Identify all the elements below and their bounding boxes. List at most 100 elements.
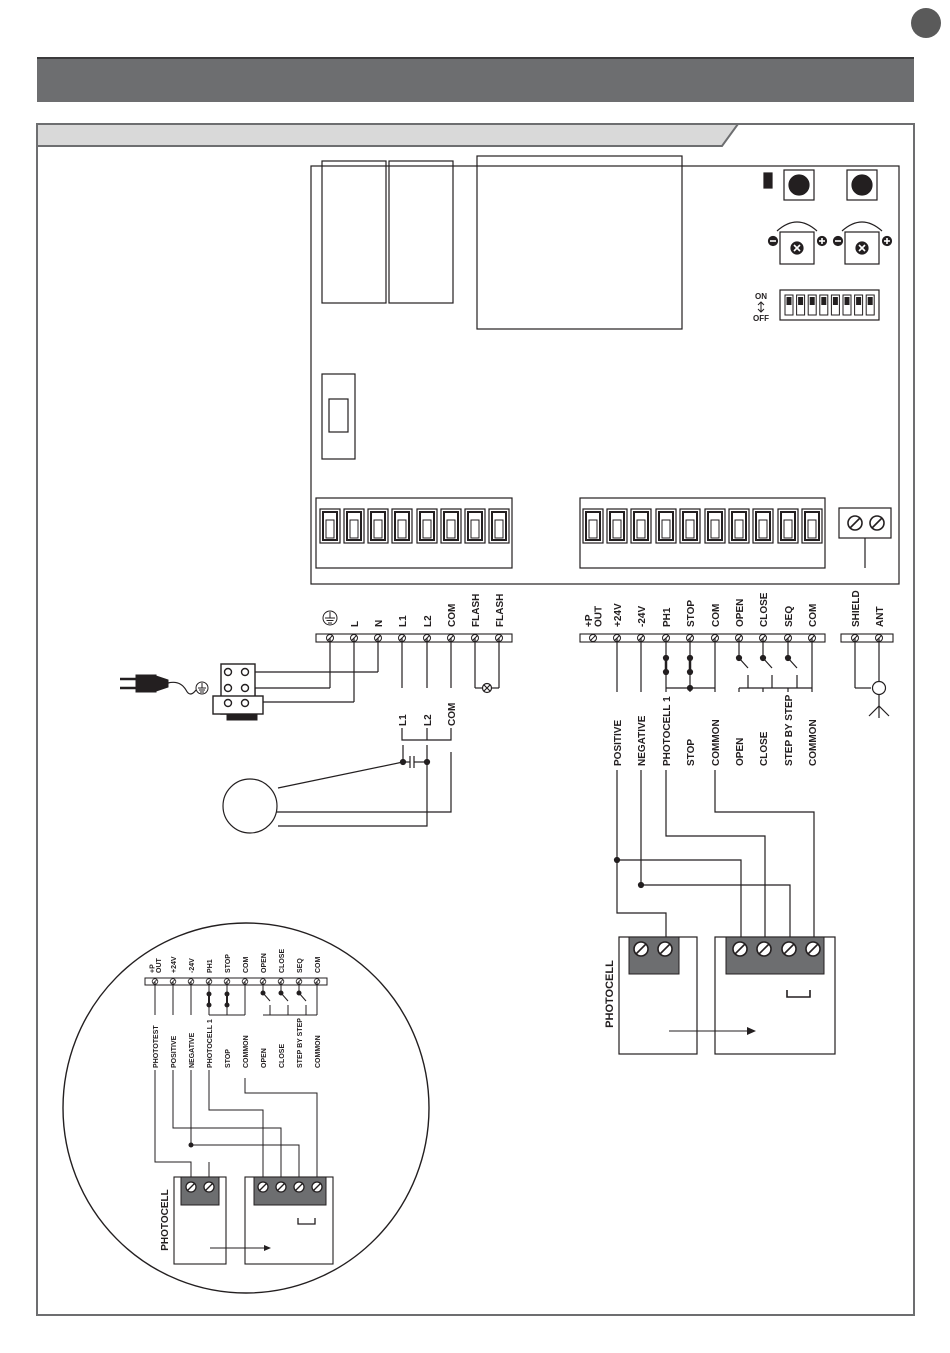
control-wiring [613,638,890,937]
button-1 [783,169,815,201]
main-terminal-label: L [350,621,361,627]
page-number-dot [911,8,941,38]
control-terminal-label: CLOSE [759,592,770,627]
control-terminal-label: +POUT [584,606,605,627]
inset-wire-label: OPEN [261,1048,268,1068]
motor-wire-labels: L1 L2 COM [396,688,458,728]
mains-plug [120,674,197,695]
earth-icon [322,610,338,626]
dip-arrow-icon [757,301,765,313]
antenna-terminal-labels: SHIELD ANT [851,590,886,627]
panel-border [36,123,915,1316]
motor [222,778,278,834]
power-socket [212,663,264,721]
control-terminal-label: SEQ [784,606,795,627]
control-wire-label: POSITIVE [613,720,624,766]
control-wire-label: COMMON [711,719,722,766]
motor-wire-label: L1 [398,714,409,726]
relay-2 [388,160,454,304]
inset-wire-labels: PHOTOTEST POSITIVE NEGATIVE PHOTOCELL 1 STOP… [150,1017,322,1069]
control-terminal-block [579,497,826,569]
control-terminal-labels: +POUT +24V -24V PH1 STOP COM OPEN CLOSE SEQ COM [584,592,819,627]
dip-off-label: OFF [753,314,769,323]
control-terminal-label: PH1 [662,607,673,627]
receiver-device [669,936,836,1055]
inset-wire-label: NEGATIVE [189,1032,196,1068]
button-2 [846,169,878,201]
power-wiring [222,638,500,834]
control-terminal-label: +24V [613,603,624,627]
trimmer-1 [779,231,815,265]
control-wire-label: STEP BY STEP [784,694,795,766]
dip-switch [779,289,880,321]
terminal-strips [315,633,894,643]
control-wire-label: NEGATIVE [637,715,648,766]
control-wire-label: OPEN [735,738,746,766]
inset-wire-label: STOP [225,1049,232,1068]
control-wire-label: PHOTOCELL 1 [662,696,673,766]
button-1-cap [788,174,810,196]
control-terminal-screws [582,508,823,544]
inset-wire-label: COMMON [243,1035,250,1068]
relay-1 [321,160,387,304]
control-terminal-label: OPEN [735,599,746,627]
inset-wire-label: CLOSE [279,1044,286,1068]
inset-photocell-label: PHOTOCELL [160,1189,171,1250]
main-terminal-label: COM [447,604,458,627]
control-wire-label: STOP [686,739,697,766]
motor-wire-label: COM [447,703,458,726]
motor-wire-label: L2 [423,714,434,726]
main-terminal-screws [319,508,510,544]
inset-wire-label: POSITIVE [171,1035,178,1068]
control-terminal-label: COM [711,604,722,627]
fuse [328,398,349,433]
transformer [476,155,683,330]
main-terminal-label: FLASH [471,594,482,627]
button-2-cap [851,174,873,196]
fuse-holder [321,373,356,460]
inset-terminal-label: +24V [171,956,178,973]
inset-terminal-label: COM [243,957,250,974]
inset-terminal-label: COM [315,957,322,974]
inset-terminal-label: +POUT [150,958,164,974]
led [763,172,773,189]
control-wire-labels: POSITIVE NEGATIVE PHOTOCELL 1 STOP COMMON OPE… [611,688,819,766]
antenna-terminal-label: SHIELD [851,590,862,627]
control-terminal-label: STOP [686,600,697,627]
inset-wire-label: COMMON [315,1035,322,1068]
inset-terminal-label: STOP [225,954,232,973]
main-terminal-label: FLASH [495,594,506,627]
inset-terminal-label: SEQ [297,958,304,973]
photocell-label: PHOTOCELL [604,960,616,1028]
earth-symbol-plug [195,681,209,695]
inset-terminal-label: CLOSE [279,949,286,973]
inset-wire-label: STEP BY STEP [297,1018,304,1068]
control-board [310,155,900,585]
inset-terminal-label: -24V [189,958,196,973]
header-bar [37,57,914,102]
control-terminal-label: COM [808,604,819,627]
panel-tab [36,123,740,147]
antenna-terminal-label: ANT [875,606,886,627]
main-terminal-label: L2 [423,615,434,627]
control-terminal-label: -24V [637,606,648,627]
main-terminal-labels: L N L1 L2 COM FLASH FLASH [350,594,506,627]
inset-terminal-label: PH1 [207,959,214,973]
inset-wire-label: PHOTOTEST [153,1025,160,1068]
inset-terminal-label: OPEN [261,953,268,973]
inset-terminal-strip [144,977,328,986]
dip-on-label: ON [755,292,767,301]
panel-frame [36,123,915,1316]
main-terminal-label: L1 [398,615,409,627]
board-outline [310,165,900,585]
inset-circle [62,922,430,1294]
photocell-device [618,936,698,1055]
inset-wire-label: PHOTOCELL 1 [207,1019,214,1068]
inset-terminal-labels: +POUT +24V -24V PH1 STOP COM OPEN CLOSE SEQ COM [150,949,323,973]
main-terminal-block [315,497,513,569]
antenna-block-screws [847,515,885,531]
control-wire-label: CLOSE [759,731,770,766]
main-terminal-label: N [374,620,385,627]
